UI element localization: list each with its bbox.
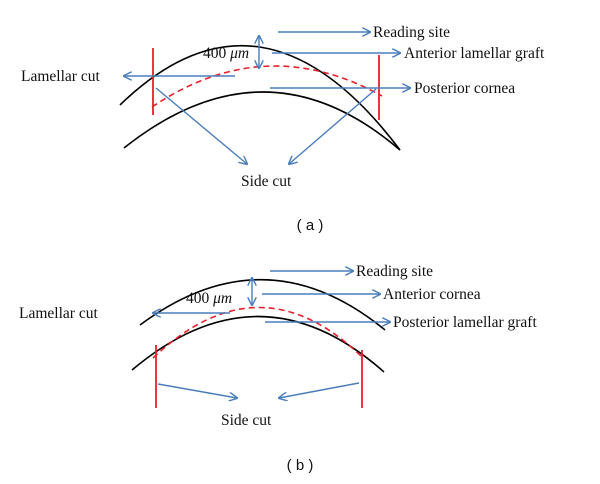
panel-b-graft-label: Posterior lamellar graft [393,314,537,331]
panel-b-depth-unit: μm [212,290,232,307]
panel-a-reading-site-label: Reading site [373,24,450,41]
panel-b-side-cut-arrow-left [157,383,237,398]
panel-a-lamellar-interface [151,65,383,108]
panel-b-anterior-surface [139,278,386,331]
panel-a-lamellar-cut-label: Lamellar cut [21,68,100,85]
panel-a-side-cut-arrow-left [155,87,247,164]
panel-b-caption: ( b ) [287,457,314,474]
panel-a-depth-unit: μm [229,45,249,62]
panel-b-depth-label: 400 μm [186,290,232,307]
panel-b-reading-site-label: Reading site [356,263,433,280]
panel-a-graft-label: Anterior lamellar graft [404,45,545,62]
panel-a-depth-value: 400 [203,45,230,62]
panel-b-depth-value: 400 [186,290,213,307]
panel-b: Reading site Anterior cornea Posterior l… [19,263,537,474]
panel-b-cornea-label: Anterior cornea [383,286,481,303]
panel-a-anterior-surface [119,45,401,151]
panel-a-cornea-label: Posterior cornea [414,80,515,97]
panel-b-lamellar-interface [152,306,364,359]
panel-a-side-cut-label: Side cut [241,173,292,190]
panel-b-side-cut-arrow-right [279,382,360,398]
panel-a-depth-label: 400 μm [203,45,249,62]
panel-a-side-cut-arrow-right [289,88,377,164]
panel-b-lamellar-cut-label: Lamellar cut [19,305,98,322]
panel-a-posterior-surface [123,91,401,151]
panel-a-caption: ( a ) [297,217,324,234]
panel-b-side-cut-label: Side cut [221,412,272,429]
panel-a: Reading site Anterior lamellar graft Pos… [21,24,545,234]
